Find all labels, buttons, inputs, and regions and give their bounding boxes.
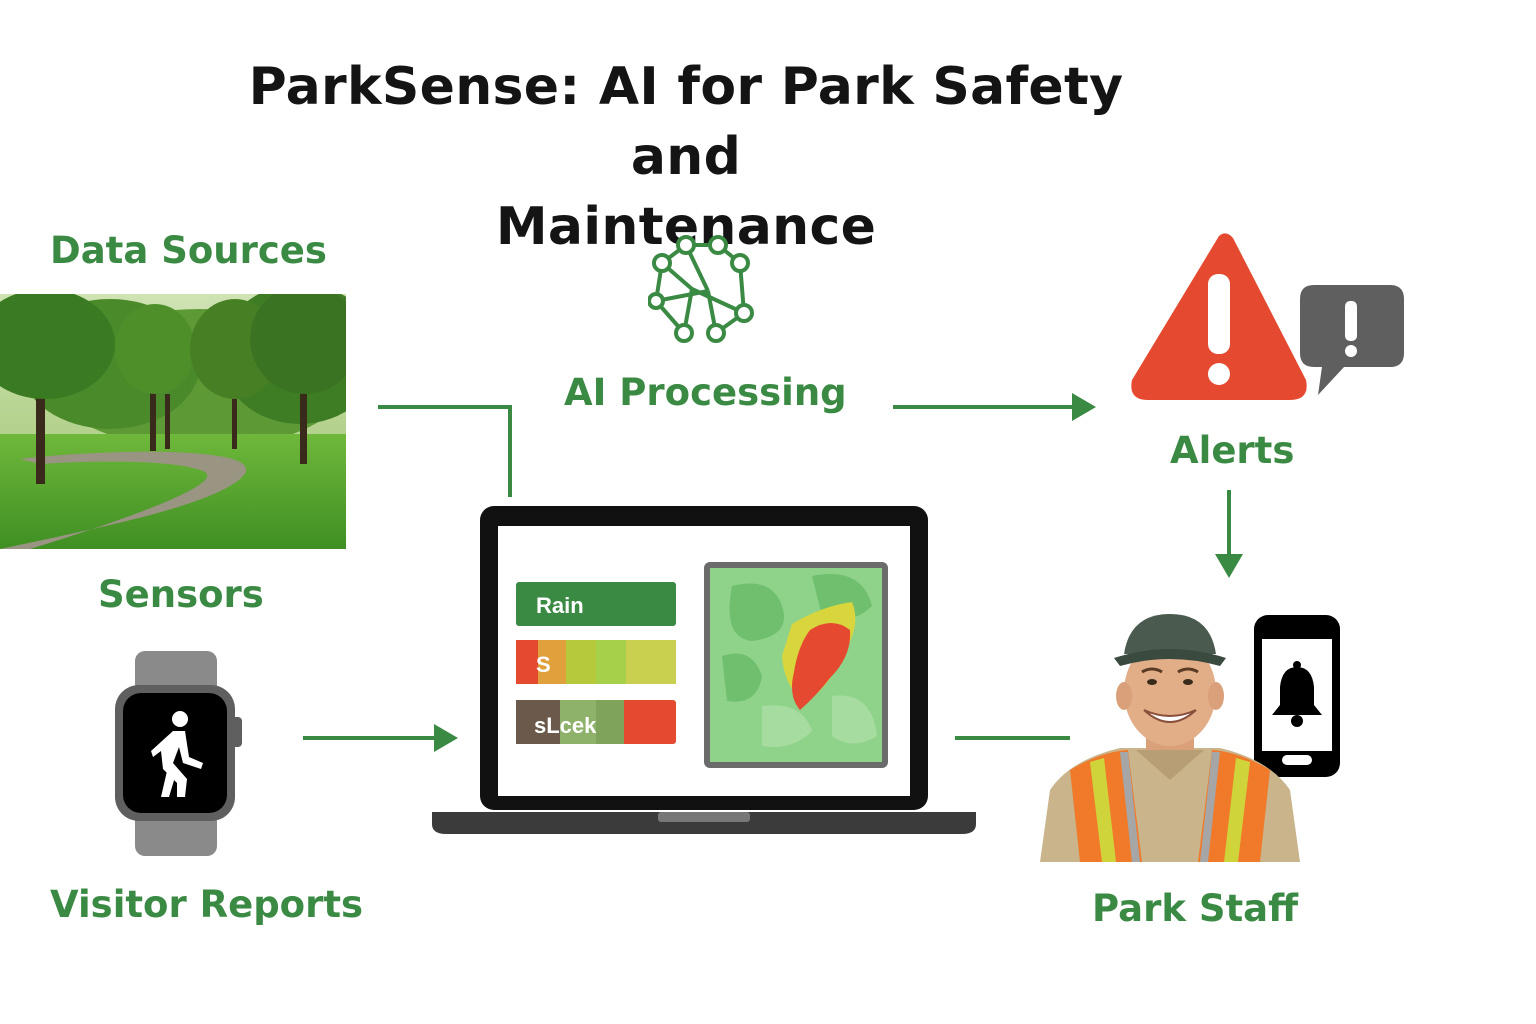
bar-label-3: sLcek (534, 713, 597, 738)
data-sources-label: Data Sources (50, 229, 327, 272)
connector-park-to-laptop (378, 405, 512, 497)
dashboard-bar-rain: Rain (516, 582, 676, 626)
warning-triangle-icon (1131, 233, 1307, 400)
sensors-label: Sensors (98, 573, 264, 616)
dashboard-bar-3: sLcek (516, 700, 676, 744)
smartwatch-icon (115, 651, 242, 856)
arrowhead-down-staff (1215, 554, 1243, 578)
bar-label-2: S (536, 652, 551, 677)
ai-processing-label: AI Processing (564, 371, 847, 414)
park-map-heatmap (704, 562, 888, 768)
park-staff-worker-icon (1040, 614, 1300, 862)
visitor-reports-label: Visitor Reports (50, 883, 364, 926)
arrowhead-right-alerts (1072, 393, 1096, 421)
bar-label-rain: Rain (536, 593, 584, 618)
neural-network-icon (648, 235, 754, 343)
alerts-label: Alerts (1170, 429, 1295, 472)
dashboard-bar-2: S (516, 640, 676, 684)
phone-bell-icon (1254, 615, 1340, 777)
park-photo-icon (0, 294, 346, 549)
title-line-1: ParkSense: AI for Park Safety and (248, 57, 1124, 187)
page-title: ParkSense: AI for Park Safety and Mainte… (186, 52, 1186, 262)
park-staff-label: Park Staff (1092, 887, 1299, 930)
alert-chat-bubble-icon (1300, 285, 1404, 395)
laptop-icon: Rain S sLcek (432, 506, 976, 834)
